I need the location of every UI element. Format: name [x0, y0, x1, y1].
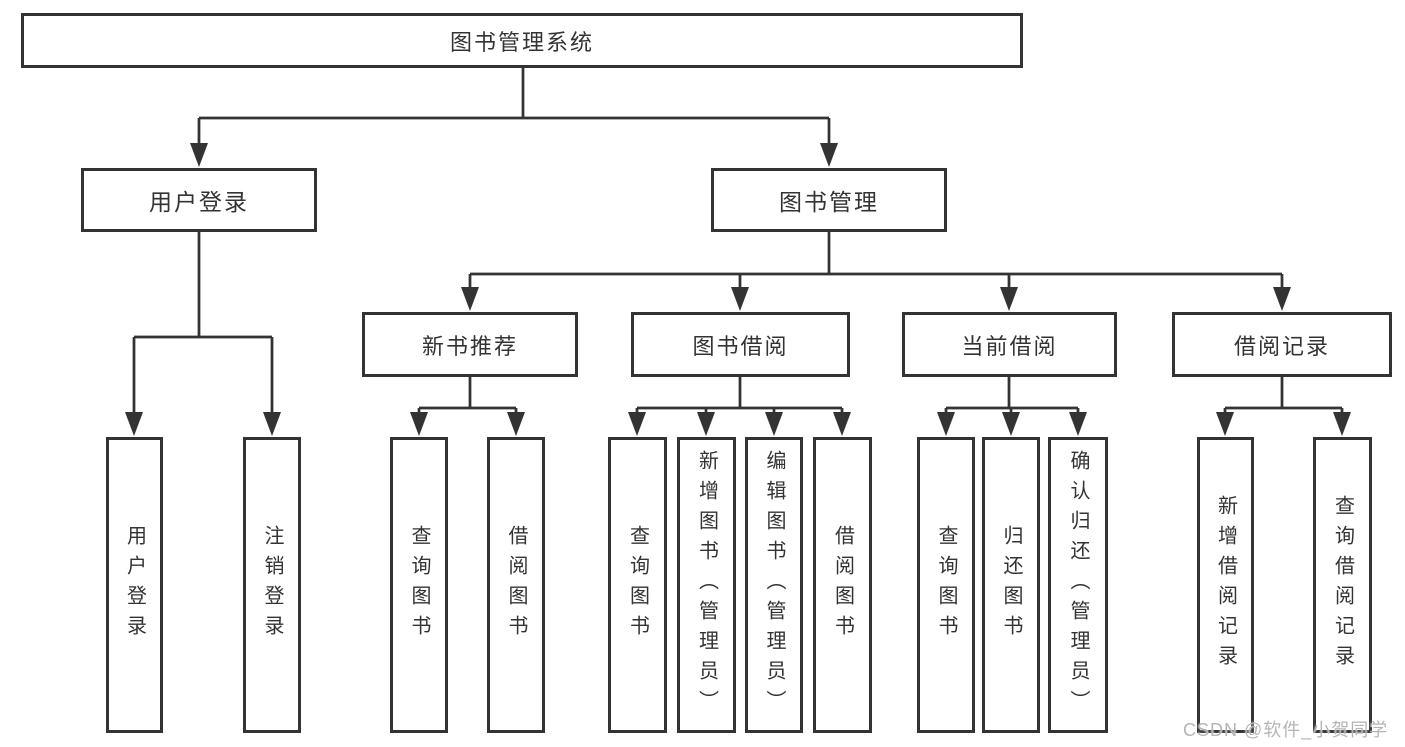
node-book-borrow: 图书借阅: [631, 312, 850, 377]
arrowhead-icon: [190, 143, 208, 167]
node-new-book-recommend: 新书推荐: [362, 312, 578, 377]
arrowhead-icon: [833, 412, 851, 436]
leaf-query-books-borrow: 查询图书: [608, 437, 667, 733]
watermark: CSDN @软件_小贺同学: [1183, 720, 1389, 740]
connector-borrow-children: [628, 377, 851, 436]
node-book-management: 图书管理: [711, 168, 947, 232]
node-borrow-records: 借阅记录: [1172, 312, 1392, 377]
arrowhead-icon: [1000, 287, 1018, 311]
leaf-add-books-admin: 新增图书（管理员）: [677, 437, 736, 733]
arrowhead-icon: [1333, 412, 1351, 436]
node-library-system: 图书管理系统: [21, 13, 1023, 68]
leaf-logout: 注销登录: [243, 437, 301, 733]
arrowhead-icon: [731, 287, 749, 311]
arrowhead-icon: [1002, 412, 1020, 436]
connector-user-login-children: [125, 232, 281, 436]
arrowhead-icon: [1273, 287, 1291, 311]
connector-recommend-children: [410, 377, 525, 436]
arrowhead-icon: [1069, 412, 1087, 436]
arrowhead-icon: [125, 412, 143, 436]
connector-root-to-level1: [190, 68, 838, 167]
arrowhead-icon: [1216, 412, 1234, 436]
leaf-query-borrow-record: 查询借阅记录: [1313, 437, 1372, 733]
arrowhead-icon: [765, 412, 783, 436]
leaf-confirm-return-admin: 确认归还（管理员）: [1048, 437, 1108, 733]
arrowhead-icon: [263, 412, 281, 436]
connector-current-children: [937, 377, 1087, 436]
connector-book-mgmt-to-level2: [461, 232, 1291, 311]
leaf-add-borrow-record: 新增借阅记录: [1197, 437, 1254, 733]
leaf-return-books: 归还图书: [982, 437, 1040, 733]
leaf-query-books-current: 查询图书: [917, 437, 975, 733]
leaf-query-books-recommend: 查询图书: [390, 437, 448, 733]
node-user-login: 用户登录: [81, 168, 317, 232]
arrowhead-icon: [820, 143, 838, 167]
arrowhead-icon: [507, 412, 525, 436]
leaf-borrow-books: 借阅图书: [813, 437, 872, 733]
connector-records-children: [1216, 377, 1351, 436]
node-current-borrow: 当前借阅: [902, 312, 1117, 377]
arrowhead-icon: [461, 287, 479, 311]
arrowhead-icon: [410, 412, 428, 436]
arrowhead-icon: [628, 412, 646, 436]
leaf-borrow-books-recommend: 借阅图书: [487, 437, 545, 733]
arrowhead-icon: [937, 412, 955, 436]
arrowhead-icon: [697, 412, 715, 436]
leaf-user-login: 用户登录: [106, 437, 163, 733]
leaf-edit-books-admin: 编辑图书（管理员）: [745, 437, 803, 733]
